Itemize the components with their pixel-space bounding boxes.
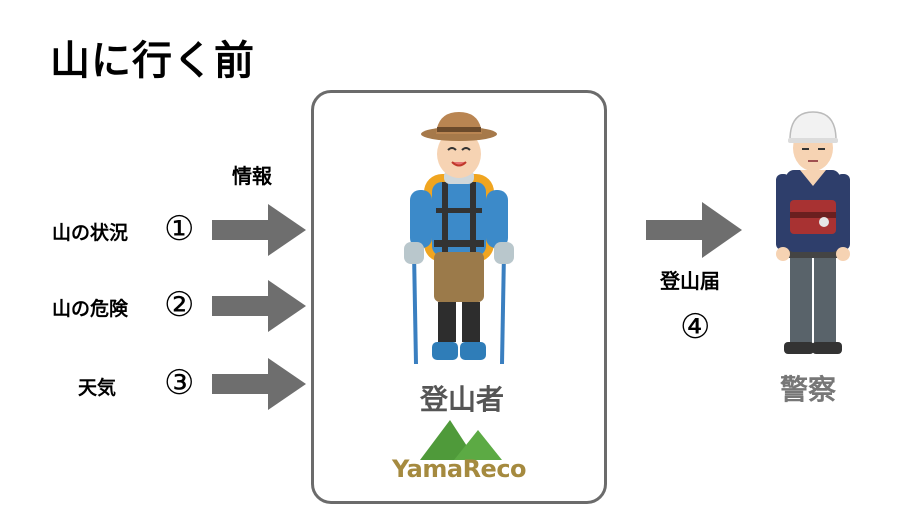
police-officer-illustration bbox=[768, 108, 858, 358]
arrow-icon-notice bbox=[646, 202, 744, 258]
item-label-dangers: 山の危険 bbox=[52, 294, 128, 321]
page-title: 山に行く前 bbox=[50, 28, 255, 86]
item-number-1: ① bbox=[164, 212, 194, 246]
notice-number-4: ④ bbox=[680, 310, 710, 344]
climber-illustration bbox=[398, 112, 520, 374]
item-label-conditions: 山の状況 bbox=[52, 218, 128, 245]
arrow-icon-weather bbox=[212, 358, 308, 410]
yamareco-logo-text: YamaReco bbox=[392, 455, 526, 483]
item-number-3: ③ bbox=[164, 366, 194, 400]
notice-label: 登山届 bbox=[660, 265, 720, 294]
climber-label: 登山者 bbox=[420, 378, 504, 418]
arrow-icon-conditions bbox=[212, 204, 308, 256]
item-number-2: ② bbox=[164, 288, 194, 322]
item-label-weather: 天気 bbox=[78, 373, 116, 400]
info-label: 情報 bbox=[232, 160, 272, 189]
arrow-icon-dangers bbox=[212, 280, 308, 332]
police-label: 警察 bbox=[780, 368, 836, 408]
